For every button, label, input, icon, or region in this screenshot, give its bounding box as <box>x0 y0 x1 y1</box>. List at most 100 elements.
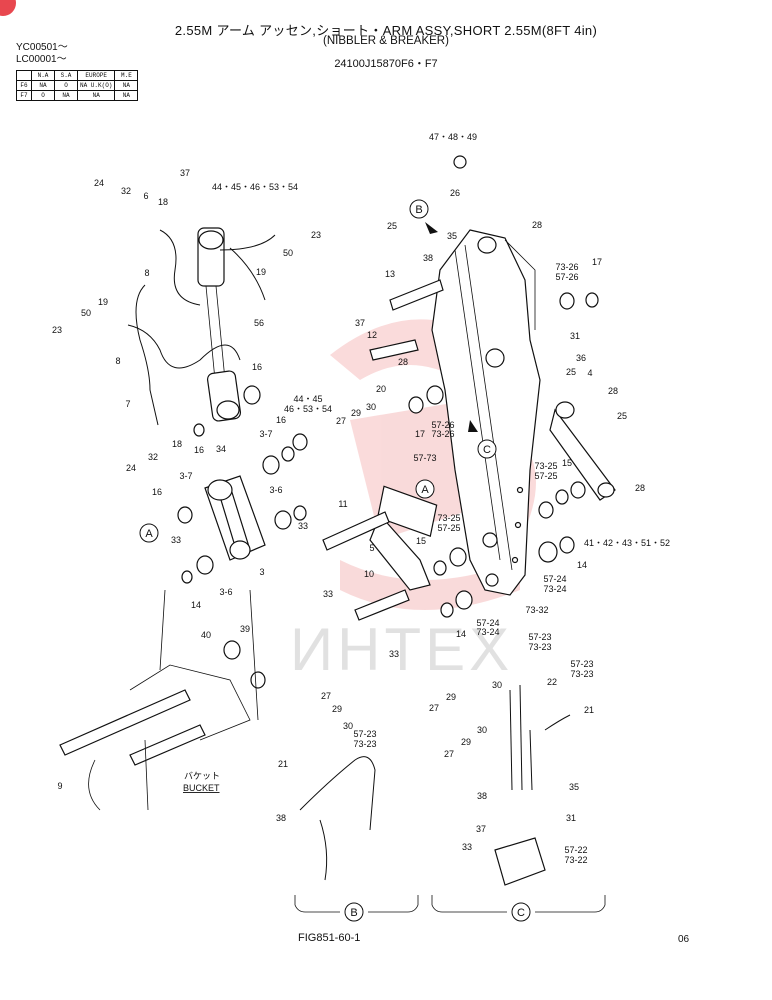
detail-c-bracket <box>431 684 606 913</box>
part-callout: 29 <box>351 408 361 418</box>
part-callout: 57-26 <box>431 420 454 430</box>
part-callout: 8 <box>144 268 149 278</box>
part-callout: 28 <box>398 357 408 367</box>
part-callout: 14 <box>191 600 201 610</box>
part-callout: 73-23 <box>528 642 551 652</box>
part-callout: 27 <box>444 749 454 759</box>
part-callout: 24 <box>126 463 136 473</box>
part-callout: 22 <box>547 677 557 687</box>
part-callout: 3 <box>259 567 264 577</box>
part-callout: 57-26 <box>555 272 578 282</box>
part-callout: 73-22 <box>564 855 587 865</box>
detail-b-bracket <box>294 756 419 913</box>
part-callout: 57-25 <box>534 471 557 481</box>
part-callout: 44・45 <box>293 394 322 404</box>
spec-cell: NA <box>114 90 139 101</box>
part-callout: 27 <box>321 691 331 701</box>
part-callout: 3-7 <box>179 471 192 481</box>
part-callout: 31 <box>570 331 580 341</box>
part-callout: 16 <box>252 362 262 372</box>
bucket-label-en: BUCKET <box>183 783 220 793</box>
bucket-sketch <box>88 589 259 811</box>
part-callout: 6 <box>143 191 148 201</box>
part-callout: 38 <box>276 813 286 823</box>
part-callout: 33 <box>323 589 333 599</box>
hydraulic-cylinder <box>197 227 242 422</box>
part-callout: 44・45・46・53・54 <box>212 182 298 192</box>
part-callout: 57-24 <box>476 618 499 628</box>
arm-body <box>431 229 541 596</box>
part-callout: 30 <box>366 402 376 412</box>
spec-table-row: F7 O NA NA NA <box>16 90 139 101</box>
part-callout: 32 <box>121 186 131 196</box>
part-callout: 16 <box>194 445 204 455</box>
part-callout: 30 <box>477 725 487 735</box>
part-callout: 29 <box>332 704 342 714</box>
circle-ref-label: C <box>517 907 525 919</box>
part-callout: 57-24 <box>543 574 566 584</box>
part-callout: 39 <box>240 624 250 634</box>
circle-ref: C <box>477 439 497 459</box>
part-callout: 30 <box>343 721 353 731</box>
part-callout: 14 <box>456 629 466 639</box>
part-callout: 29 <box>446 692 456 702</box>
circle-ref: A <box>415 479 435 499</box>
part-callout: 3-6 <box>219 587 232 597</box>
part-callout: 35 <box>569 782 579 792</box>
part-callout: 28 <box>608 386 618 396</box>
serial-numbers: YC00501～ LC00001～ <box>16 42 68 66</box>
part-callout: 57-73 <box>413 453 436 463</box>
part-callout: 27 <box>429 703 439 713</box>
spec-table: N.A S.A EUROPE M.E F6 NA O NA U.K(O) NA … <box>16 70 139 101</box>
part-callout: 73-25 <box>437 513 460 523</box>
part-callout: 38 <box>423 253 433 263</box>
part-callout: 19 <box>256 267 266 277</box>
part-callout: 17 <box>415 429 425 439</box>
part-callout: 34 <box>216 444 226 454</box>
part-callout: 23 <box>52 325 62 335</box>
spec-cell: NA <box>76 90 116 101</box>
part-callout: 21 <box>278 759 288 769</box>
part-callout: 21 <box>584 705 594 715</box>
part-callout: 16 <box>152 487 162 497</box>
part-callout: 25 <box>387 221 397 231</box>
hoses <box>127 229 276 426</box>
part-callout: 73-25 <box>534 461 557 471</box>
part-callout: 25 <box>566 367 576 377</box>
part-callout: 56 <box>254 318 264 328</box>
circle-ref-label: A <box>145 528 153 540</box>
figure-number: FIG851-60-1 <box>298 932 361 944</box>
circle-ref-label: A <box>421 484 429 496</box>
part-callout: 40 <box>201 630 211 640</box>
part-callout: 33 <box>462 842 472 852</box>
serial-number-1: YC00501～ <box>16 42 68 53</box>
part-callout: 5 <box>369 543 374 553</box>
part-callout: 57-23 <box>528 632 551 642</box>
part-number: 24100J15870F6・F7 <box>334 58 438 70</box>
part-callout: 57-23 <box>570 659 593 669</box>
part-callout: 12 <box>367 330 377 340</box>
bushings <box>177 155 599 689</box>
part-callout: 17 <box>592 257 602 267</box>
part-callout: 29 <box>461 737 471 747</box>
part-callout: 46・53・54 <box>284 404 332 414</box>
circle-ref: B <box>409 199 429 219</box>
circle-ref: A <box>139 523 159 543</box>
part-callout: 13 <box>385 269 395 279</box>
part-callout: 28 <box>532 220 542 230</box>
part-callout: 15 <box>562 458 572 468</box>
bucket-label-jp: バケット <box>184 771 220 781</box>
part-callout: 36 <box>576 353 586 363</box>
part-callout: 73-24 <box>476 627 499 637</box>
part-callout: 3-7 <box>259 429 272 439</box>
part-callout: 3-6 <box>269 485 282 495</box>
circle-ref: B <box>344 902 364 922</box>
link-brackets <box>204 401 616 591</box>
part-callout: 38 <box>477 791 487 801</box>
part-callout: 4 <box>587 368 592 378</box>
part-callout: 50 <box>283 248 293 258</box>
circle-ref: C <box>511 902 531 922</box>
part-callout: 20 <box>376 384 386 394</box>
